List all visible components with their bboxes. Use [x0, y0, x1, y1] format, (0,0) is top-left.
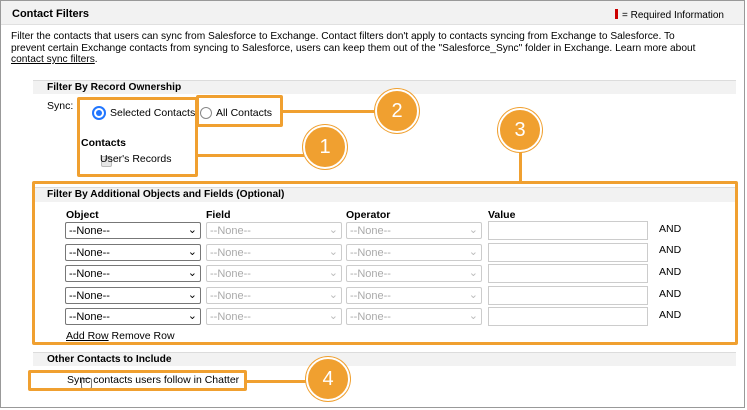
chevron-down-icon: ⌄	[328, 224, 338, 236]
object-select[interactable]: --None--⌄	[65, 244, 201, 261]
value-input[interactable]	[488, 243, 648, 262]
column-operator: Operator	[346, 209, 391, 221]
chatter-label: Sync contacts users follow in Chatter	[67, 374, 240, 386]
description-line-2: prevent certain Exchange contacts from s…	[11, 42, 696, 54]
and-label: AND	[659, 288, 682, 300]
highlight-chatter-box	[28, 370, 247, 391]
selected-contacts-radio[interactable]	[92, 106, 106, 120]
selected-contacts-label: Selected Contacts	[110, 107, 196, 119]
value-input[interactable]	[488, 307, 648, 326]
page-title: Contact Filters	[12, 8, 90, 20]
chevron-down-icon: ⌄	[328, 289, 338, 301]
users-records-label: User's Records	[100, 153, 172, 165]
section-title: Filter By Record Ownership	[47, 82, 182, 93]
section-title: Other Contacts to Include	[47, 354, 172, 365]
chevron-down-icon: ⌄	[187, 310, 197, 322]
section-other-contacts: Other Contacts to Include	[33, 352, 736, 366]
sync-label: Sync:	[47, 100, 74, 112]
chevron-down-icon: ⌄	[468, 246, 478, 258]
chevron-down-icon: ⌄	[328, 246, 338, 258]
and-label: AND	[659, 244, 682, 256]
callout-1: 1	[303, 125, 347, 169]
section-title: Filter By Additional Objects and Fields …	[47, 189, 285, 200]
field-select[interactable]: --None--⌄	[206, 308, 342, 325]
field-select[interactable]: --None--⌄	[206, 287, 342, 304]
callout-3: 3	[498, 108, 542, 152]
value-input[interactable]	[488, 221, 648, 240]
chevron-down-icon: ⌄	[328, 310, 338, 322]
field-select[interactable]: --None--⌄	[206, 222, 342, 239]
value-input[interactable]	[488, 286, 648, 305]
row-actions: Add Row Remove Row	[66, 330, 175, 342]
callout-2: 2	[375, 89, 419, 133]
panel-header: Contact Filters = Required Information	[1, 1, 744, 25]
and-label: AND	[659, 266, 682, 278]
and-label: AND	[659, 309, 682, 321]
connector-3	[519, 149, 522, 183]
section-additional-filters: Filter By Additional Objects and Fields …	[33, 187, 736, 202]
remove-row-label: Remove Row	[111, 330, 175, 342]
object-select[interactable]: --None--⌄	[65, 308, 201, 325]
operator-select[interactable]: --None--⌄	[346, 244, 482, 261]
all-contacts-label: All Contacts	[216, 107, 273, 119]
object-select[interactable]: --None--⌄	[65, 222, 201, 239]
chevron-down-icon: ⌄	[187, 224, 197, 236]
object-select[interactable]: --None--⌄	[65, 265, 201, 282]
connector-4	[247, 380, 307, 383]
users-records-checkbox[interactable]	[101, 154, 113, 167]
required-marker-icon	[614, 9, 618, 19]
chevron-down-icon: ⌄	[468, 310, 478, 322]
chevron-down-icon: ⌄	[468, 224, 478, 236]
description-line-1: Filter the contacts that users can sync …	[11, 31, 675, 42]
highlight-all-contacts-box	[196, 95, 283, 127]
chevron-down-icon: ⌄	[328, 267, 338, 279]
add-row-link[interactable]: Add Row	[66, 330, 109, 342]
chevron-down-icon: ⌄	[468, 267, 478, 279]
highlight-contacts-box	[77, 97, 198, 177]
contacts-heading: Contacts	[81, 137, 126, 149]
column-field: Field	[206, 209, 231, 221]
contact-sync-filters-link[interactable]: contact sync filters	[11, 54, 95, 65]
value-input[interactable]	[488, 264, 648, 283]
and-label: AND	[659, 223, 682, 235]
field-select[interactable]: --None--⌄	[206, 244, 342, 261]
operator-select[interactable]: --None--⌄	[346, 287, 482, 304]
object-select[interactable]: --None--⌄	[65, 287, 201, 304]
operator-select[interactable]: --None--⌄	[346, 308, 482, 325]
connector-1	[198, 154, 304, 157]
operator-select[interactable]: --None--⌄	[346, 265, 482, 282]
required-info-note: = Required Information	[614, 9, 724, 21]
chevron-down-icon: ⌄	[187, 289, 197, 301]
highlight-additional-filters-box	[32, 181, 738, 345]
all-contacts-radio[interactable]	[200, 107, 212, 119]
connector-2	[283, 110, 377, 113]
description: Filter the contacts that users can sync …	[11, 31, 731, 66]
chevron-down-icon: ⌄	[187, 267, 197, 279]
chevron-down-icon: ⌄	[187, 246, 197, 258]
column-value: Value	[488, 209, 516, 221]
field-select[interactable]: --None--⌄	[206, 265, 342, 282]
column-object: Object	[66, 209, 99, 221]
section-record-ownership: Filter By Record Ownership	[33, 80, 736, 94]
chevron-down-icon: ⌄	[468, 289, 478, 301]
operator-select[interactable]: --None--⌄	[346, 222, 482, 239]
callout-4: 4	[306, 357, 350, 401]
